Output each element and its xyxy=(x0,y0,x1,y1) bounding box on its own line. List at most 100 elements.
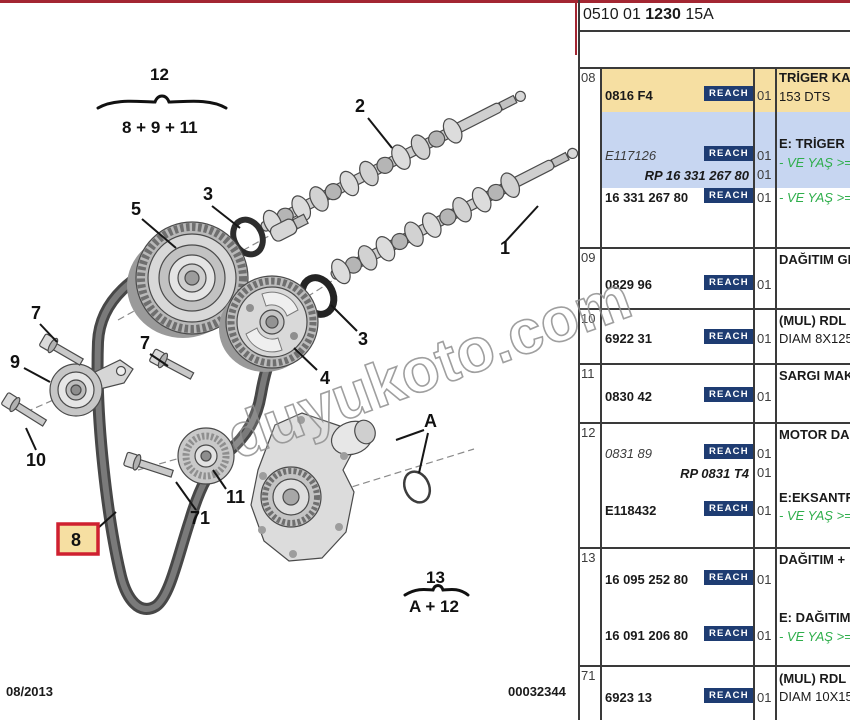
part-desc-note: - VE YAŞ >= xyxy=(779,629,850,644)
callout-A[interactable]: A xyxy=(424,411,437,431)
page-code-bold: 1230 xyxy=(645,6,681,23)
part-desc: DAĞITIM + xyxy=(779,552,846,567)
grid-line xyxy=(578,30,850,32)
bolt-10 xyxy=(1,392,48,427)
table-border-left xyxy=(578,0,580,720)
row-ref: 71 xyxy=(581,668,596,683)
water-pump xyxy=(250,412,376,562)
reach-badge[interactable]: REACH xyxy=(704,329,753,344)
callout-1[interactable]: 1 xyxy=(500,238,510,258)
part-desc: DIAM 10X15 xyxy=(779,689,850,704)
leader-lines xyxy=(23,117,539,529)
page-code-prefix: 0510 01 xyxy=(583,6,646,23)
qty: 01 xyxy=(757,465,772,480)
reach-badge[interactable]: REACH xyxy=(704,188,753,203)
qty: 01 xyxy=(757,628,772,643)
part-desc: DIAM 8X125 xyxy=(779,331,850,346)
part-number[interactable]: 0830 42 xyxy=(605,389,652,404)
part-number[interactable]: 16 091 206 80 xyxy=(605,628,689,643)
reach-badge[interactable]: REACH xyxy=(704,387,753,402)
part-desc: (MUL) RDL xyxy=(779,313,847,328)
grid-line xyxy=(578,665,850,667)
part-number-rp[interactable]: RP 16 331 267 80 xyxy=(644,168,749,183)
part-desc: SARGI MAK xyxy=(779,368,850,383)
idler-roller-11 xyxy=(177,427,235,485)
part-desc-note: - VE YAŞ >= xyxy=(779,190,850,205)
group-label-bottom: 13 A + 12 xyxy=(403,568,470,616)
qty: 01 xyxy=(757,331,772,346)
camshaft-2 xyxy=(260,90,526,236)
part-number[interactable]: 6922 31 xyxy=(605,331,652,346)
grid-line xyxy=(578,308,850,310)
svg-text:12: 12 xyxy=(150,65,169,84)
reach-badge[interactable]: REACH xyxy=(704,275,753,290)
red-divider-stub xyxy=(575,0,577,55)
cam-sprocket-5 xyxy=(127,221,249,338)
footer-date: 08/2013 xyxy=(6,684,53,699)
part-desc: DAĞITIM GE xyxy=(779,252,850,267)
group-label-top: 12 8 + 9 + 11 xyxy=(96,65,228,137)
grid-line xyxy=(775,67,777,720)
row-ref: 12 xyxy=(581,425,596,440)
grid-line xyxy=(600,67,602,720)
callout-7a[interactable]: 7 xyxy=(31,303,41,323)
reach-badge[interactable]: REACH xyxy=(704,501,753,516)
callout-2[interactable]: 2 xyxy=(355,96,365,116)
part-number-rp[interactable]: RP 0831 T4 xyxy=(680,466,749,481)
callout-3a[interactable]: 3 xyxy=(203,184,213,204)
part-number[interactable]: E117126 xyxy=(605,148,657,163)
callout-10[interactable]: 10 xyxy=(26,450,46,470)
callout-7b[interactable]: 7 xyxy=(140,333,150,353)
callout-8: 8 xyxy=(71,530,81,550)
timing-belt-diagram: 2 1 3 3 5 4 7 7 9 10 11 71 A 8 12 8 + 9 … xyxy=(1,65,578,616)
part-desc: MOTOR DA xyxy=(779,427,850,442)
bolt-7a xyxy=(39,333,85,366)
part-desc: E:EKSANTR xyxy=(779,490,850,505)
cam-sprocket-4 xyxy=(219,275,319,372)
reach-badge[interactable]: REACH xyxy=(704,146,753,161)
grid-line xyxy=(578,247,850,249)
svg-text:13: 13 xyxy=(426,568,445,587)
part-number[interactable]: E118432 xyxy=(605,503,657,518)
camshaft-1 xyxy=(330,147,578,285)
part-number[interactable]: 0829 96 xyxy=(605,277,652,292)
callout-3b[interactable]: 3 xyxy=(358,329,368,349)
part-desc: E: DAĞITIM xyxy=(779,610,850,625)
qty: 01 xyxy=(757,148,772,163)
svg-text:8 + 9 + 11: 8 + 9 + 11 xyxy=(122,118,198,137)
reach-badge[interactable]: REACH xyxy=(704,444,753,459)
camshaft-end-cap xyxy=(269,213,309,242)
part-number[interactable]: 6923 13 xyxy=(605,690,652,705)
callout-11[interactable]: 11 xyxy=(226,487,245,507)
qty: 01 xyxy=(757,446,772,461)
part-desc: 153 DTS xyxy=(779,89,831,104)
top-red-bar xyxy=(0,0,850,3)
row-ref: 10 xyxy=(581,311,596,326)
qty: 01 xyxy=(757,190,772,205)
qty: 01 xyxy=(757,277,772,292)
callout-9[interactable]: 9 xyxy=(10,352,20,372)
callout-5[interactable]: 5 xyxy=(131,199,141,219)
svg-text:A + 12: A + 12 xyxy=(409,597,459,616)
row-ref: 11 xyxy=(581,366,595,381)
reach-badge[interactable]: REACH xyxy=(704,688,753,703)
part-desc-note: - VE YAŞ >= xyxy=(779,508,850,523)
reach-badge[interactable]: REACH xyxy=(704,626,753,641)
part-desc: (MUL) RDL xyxy=(779,671,847,686)
callout-8-highlight[interactable]: 8 xyxy=(56,522,100,556)
part-number[interactable]: 0831 89 xyxy=(605,446,652,461)
reach-badge[interactable]: REACH xyxy=(704,570,753,585)
part-number[interactable]: 16 331 267 80 xyxy=(605,190,689,205)
part-number[interactable]: 0816 F4 xyxy=(605,88,653,103)
row-ref: 08 xyxy=(581,70,596,85)
qty: 01 xyxy=(757,389,772,404)
callout-4[interactable]: 4 xyxy=(320,368,330,388)
part-number[interactable]: 16 095 252 80 xyxy=(605,572,689,587)
grid-line xyxy=(578,363,850,365)
grid-line xyxy=(578,67,850,69)
qty: 01 xyxy=(757,88,772,103)
callout-71[interactable]: 71 xyxy=(190,508,210,528)
reach-badge[interactable]: REACH xyxy=(704,86,753,101)
